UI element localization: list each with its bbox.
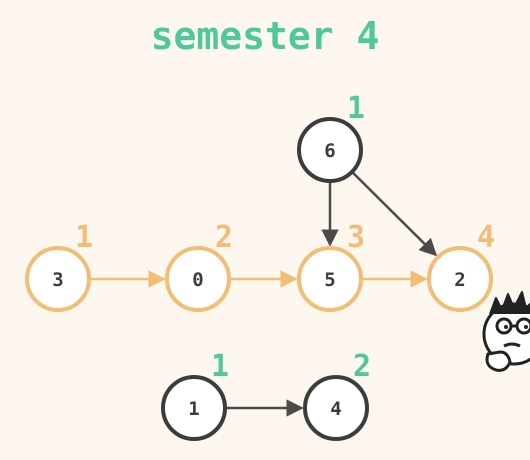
graph-node-4: 42 xyxy=(303,349,371,441)
graph-node-3: 31 xyxy=(25,220,93,312)
node-circle xyxy=(297,117,363,183)
node-circle xyxy=(427,246,493,312)
node-label: 5 xyxy=(324,269,335,291)
graph-node-0: 02 xyxy=(165,220,233,312)
graph-node-2: 24 xyxy=(427,220,495,312)
node-label: 2 xyxy=(454,269,465,291)
thinking-face-icon xyxy=(482,291,530,372)
node-circle xyxy=(165,246,231,312)
node-label: 6 xyxy=(324,140,335,162)
graph-node-5: 53 xyxy=(297,220,365,312)
node-circle xyxy=(297,246,363,312)
node-circle xyxy=(303,375,369,441)
graph-node-1: 11 xyxy=(161,349,229,441)
node-label: 4 xyxy=(330,398,341,420)
page-title: semester 4 xyxy=(150,14,380,58)
node-label: 0 xyxy=(192,269,203,291)
node-order-tag: 3 xyxy=(347,220,365,255)
node-order-tag: 4 xyxy=(477,220,495,255)
node-label: 3 xyxy=(52,269,63,291)
node-label: 1 xyxy=(188,398,199,420)
node-order-tag: 1 xyxy=(347,91,365,126)
node-order-tag: 1 xyxy=(211,349,229,384)
node-order-tag: 1 xyxy=(75,220,93,255)
node-circle xyxy=(161,375,227,441)
node-order-tag: 2 xyxy=(353,349,371,384)
graph-node-6: 61 xyxy=(297,91,365,183)
node-order-tag: 2 xyxy=(215,220,233,255)
node-circle xyxy=(25,246,91,312)
edge-6-to-2 xyxy=(351,171,438,257)
